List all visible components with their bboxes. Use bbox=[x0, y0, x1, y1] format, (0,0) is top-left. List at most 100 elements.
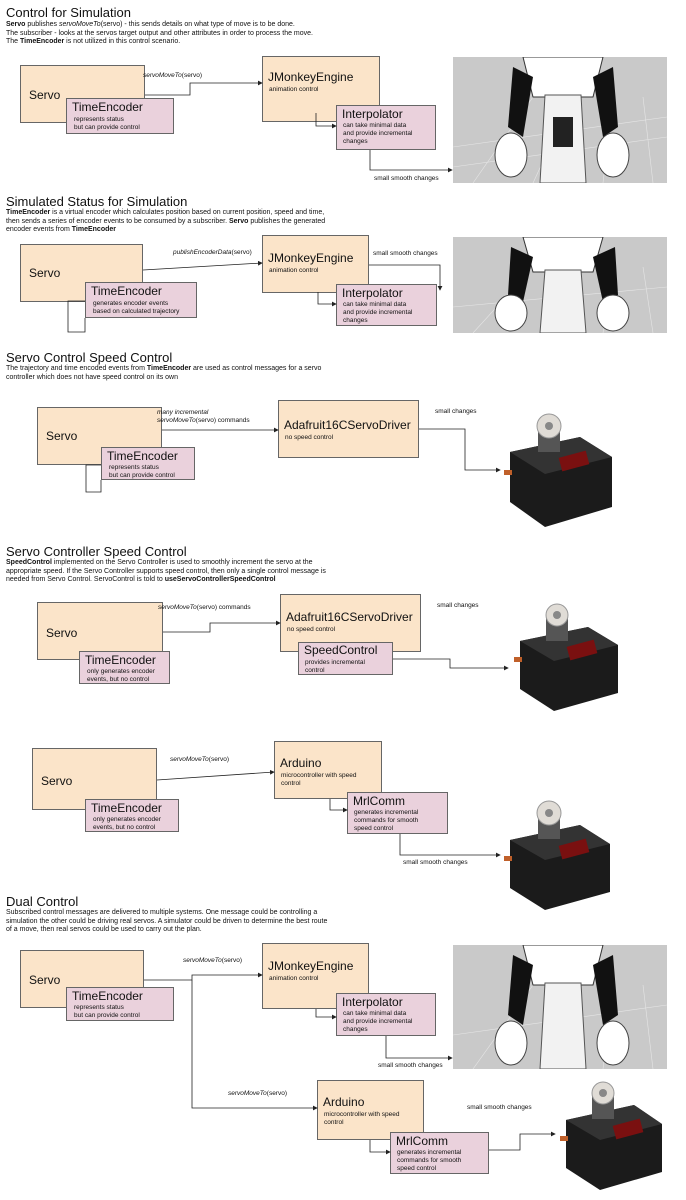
adafruit-driver-desc: no speed control bbox=[287, 626, 336, 633]
section-title-simulated-status: Simulated Status for Simulation bbox=[6, 194, 188, 209]
edge-label: servoMoveTo(servo) bbox=[228, 1090, 288, 1097]
section-description: Subscribed control messages are delivere… bbox=[6, 909, 328, 933]
interpolator-desc: and provide incremental bbox=[343, 1018, 413, 1025]
mrlcomm-label: MrlComm bbox=[396, 1134, 448, 1148]
mrlcomm-box: MrlComm generates incremental commands f… bbox=[390, 1132, 489, 1174]
robot-simulation-render bbox=[453, 57, 667, 183]
interpolator-label: Interpolator bbox=[342, 286, 403, 300]
mrlcomm-label: MrlComm bbox=[353, 794, 405, 808]
mrlcomm-desc: generates incremental bbox=[397, 1149, 462, 1156]
section-title-servo-control-speed: Servo Control Speed Control bbox=[6, 350, 173, 365]
time-encoder-desc: only generates encoder bbox=[87, 668, 155, 675]
interpolator-desc: and provide incremental bbox=[343, 309, 413, 316]
time-encoder-box: TimeEncoder only generates encoder event… bbox=[79, 651, 170, 684]
arduino-desc: control bbox=[324, 1119, 344, 1126]
time-encoder-box: TimeEncoder represents status but can pr… bbox=[101, 447, 195, 480]
time-encoder-box: TimeEncoder represents status but can pr… bbox=[66, 987, 174, 1021]
time-encoder-desc: based on calculated trajectory bbox=[93, 308, 180, 315]
jmonkeyengine-desc: animation control bbox=[269, 267, 319, 274]
arduino-label: Arduino bbox=[280, 756, 322, 770]
time-encoder-desc: but can provide control bbox=[74, 124, 140, 131]
servo-label: Servo bbox=[29, 973, 61, 987]
output-label: small smooth changes bbox=[374, 175, 439, 182]
arduino-desc: control bbox=[281, 780, 301, 787]
interpolator-desc: can take minimal data bbox=[343, 1010, 407, 1017]
time-encoder-desc: but can provide control bbox=[74, 1012, 140, 1019]
edge-label: servoMoveTo(servo) bbox=[143, 72, 203, 79]
section-title-dual-control: Dual Control bbox=[6, 894, 79, 909]
time-encoder-desc: generates encoder events bbox=[93, 300, 169, 307]
time-encoder-desc: events, but no control bbox=[87, 676, 150, 683]
robot-simulation-render bbox=[453, 237, 667, 333]
interpolator-desc: changes bbox=[343, 1026, 368, 1033]
edge-label: servoMoveTo(servo) bbox=[183, 957, 243, 964]
adafruit-driver-box: Adafruit16CServoDriver no speed control bbox=[278, 400, 419, 458]
section-title-servo-controller-speed: Servo Controller Speed Control bbox=[6, 544, 187, 559]
servo-label: Servo bbox=[41, 774, 73, 788]
servo-motor-image bbox=[514, 603, 618, 711]
interpolator-desc: changes bbox=[343, 138, 368, 145]
time-encoder-label: TimeEncoder bbox=[91, 801, 162, 815]
servo-motor-image bbox=[560, 1081, 662, 1190]
mrlcomm-desc: commands for smooth bbox=[397, 1157, 462, 1164]
mrlcomm-desc: generates incremental bbox=[354, 809, 419, 816]
time-encoder-desc: but can provide control bbox=[109, 472, 175, 479]
interpolator-desc: changes bbox=[343, 317, 368, 324]
adafruit-driver-label: Adafruit16CServoDriver bbox=[284, 418, 411, 432]
time-encoder-desc: represents status bbox=[74, 116, 124, 123]
arduino-desc: microcontroller with speed bbox=[281, 772, 357, 779]
interpolator-box: Interpolator can take minimal data and p… bbox=[336, 993, 436, 1036]
mrlcomm-box: MrlComm generates incremental commands f… bbox=[347, 792, 448, 834]
servo-label: Servo bbox=[46, 626, 78, 640]
output-label: small smooth changes bbox=[373, 250, 438, 257]
mrlcomm-desc: speed control bbox=[397, 1165, 437, 1172]
output-label: small changes bbox=[435, 408, 477, 415]
arduino-label: Arduino bbox=[323, 1095, 365, 1109]
time-encoder-box: TimeEncoder only generates encoder event… bbox=[85, 799, 179, 832]
time-encoder-box: TimeEncoder generates encoder events bas… bbox=[85, 282, 197, 318]
jmonkeyengine-label: JMonkeyEngine bbox=[268, 251, 354, 265]
edge-label: publishEncoderData(servo) bbox=[173, 249, 252, 256]
interpolator-label: Interpolator bbox=[342, 107, 403, 121]
jmonkeyengine-desc: animation control bbox=[269, 975, 319, 982]
servo-label: Servo bbox=[29, 266, 61, 280]
output-label: small smooth changes bbox=[467, 1104, 532, 1111]
speed-control-box: SpeedControl provides incremental contro… bbox=[298, 642, 393, 675]
section-description: TimeEncoder is a virtual encoder which c… bbox=[6, 209, 326, 233]
time-encoder-desc: represents status bbox=[74, 1004, 124, 1011]
interpolator-desc: can take minimal data bbox=[343, 301, 407, 308]
servo-motor-image bbox=[504, 413, 612, 527]
time-encoder-desc: represents status bbox=[109, 464, 159, 471]
speed-control-label: SpeedControl bbox=[304, 643, 378, 657]
time-encoder-label: TimeEncoder bbox=[107, 449, 178, 463]
edge-label: servoMoveTo(servo) bbox=[170, 756, 230, 763]
servo-label: Servo bbox=[46, 429, 78, 443]
output-label: small smooth changes bbox=[378, 1062, 443, 1069]
edge-label: servoMoveTo(servo) commands bbox=[158, 604, 251, 611]
time-encoder-desc: events, but no control bbox=[93, 824, 156, 831]
section-description: SpeedControl implemented on the Servo Co… bbox=[6, 559, 326, 583]
time-encoder-box: TimeEncoder represents status but can pr… bbox=[66, 98, 174, 134]
arduino-box: Arduino microcontroller with speed contr… bbox=[274, 741, 382, 799]
mrlcomm-desc: commands for smooth bbox=[354, 817, 419, 824]
time-encoder-desc: only generates encoder bbox=[93, 816, 161, 823]
adafruit-driver-label: Adafruit16CServoDriver bbox=[286, 610, 413, 624]
time-encoder-label: TimeEncoder bbox=[85, 653, 156, 667]
arduino-desc: microcontroller with speed bbox=[324, 1111, 400, 1118]
section-description: Servo publishes servoMoveTo(servo) - thi… bbox=[6, 21, 313, 45]
interpolator-box: Interpolator can take minimal data and p… bbox=[336, 284, 437, 326]
mrlcomm-desc: speed control bbox=[354, 825, 394, 832]
output-label: small changes bbox=[437, 602, 479, 609]
jmonkeyengine-label: JMonkeyEngine bbox=[268, 959, 354, 973]
jmonkeyengine-label: JMonkeyEngine bbox=[268, 70, 354, 84]
servo-motor-image bbox=[504, 800, 610, 910]
speed-control-desc: provides incremental bbox=[305, 659, 365, 666]
interpolator-desc: and provide incremental bbox=[343, 130, 413, 137]
edge-label: many incremental bbox=[157, 409, 209, 416]
interpolator-desc: can take minimal data bbox=[343, 122, 407, 129]
time-encoder-label: TimeEncoder bbox=[72, 989, 143, 1003]
interpolator-label: Interpolator bbox=[342, 995, 403, 1009]
output-label: small smooth changes bbox=[403, 859, 468, 866]
time-encoder-label: TimeEncoder bbox=[91, 284, 162, 298]
jmonkeyengine-desc: animation control bbox=[269, 86, 319, 93]
